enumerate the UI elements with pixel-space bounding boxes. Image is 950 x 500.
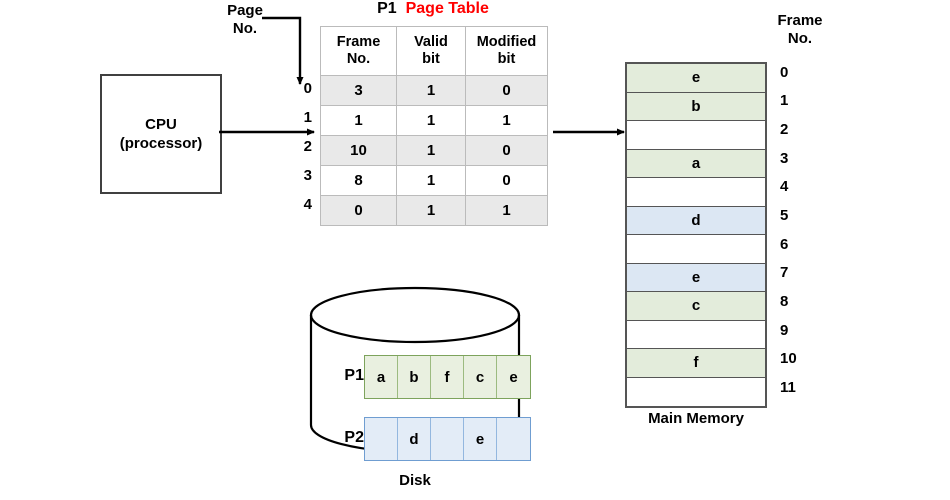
memory-frame [627,377,765,406]
cell-modified-bit: 0 [465,75,548,106]
page-table-row-index-column: 0 1 2 3 4 [294,74,312,219]
page-table-row-index: 2 [303,138,312,155]
disk-cell: b [398,356,431,398]
main-memory-label: Main Memory [648,410,744,427]
cell-modified-bit: 1 [465,105,548,136]
table-row: 8 1 0 [320,165,548,196]
table-row: 10 1 0 [320,135,548,166]
cpu-box: CPU (processor) [100,74,222,194]
frame-index-label: 2 [780,121,789,138]
cell-modified-bit: 1 [465,195,548,226]
page-table-title-main: Page Table [405,0,489,17]
memory-frame: a [627,149,765,178]
disk-process-row-p1: P1 a b f c e [330,355,531,399]
page-table-row-index: 1 [303,109,312,126]
page-no-label: Page No. [227,2,263,37]
page-table-header-row: Frame No. Valid bit Modified bit [320,26,548,76]
frame-index-label: 0 [780,64,789,81]
disk-process-label: P2 [344,429,364,446]
cell-frame-no: 0 [320,195,397,226]
frame-index-label: 11 [780,379,796,396]
cell-valid-bit: 1 [396,195,466,226]
frame-no-label: Frame No. [777,12,823,47]
memory-frame [627,320,765,349]
cell-valid-bit: 1 [396,75,466,106]
disk-cell: c [464,356,497,398]
disk-cell: f [431,356,464,398]
table-row: 3 1 0 [320,75,548,106]
disk-cell [365,418,398,460]
frame-index-label: 7 [780,264,789,281]
cell-valid-bit: 1 [396,135,466,166]
disk-cell: e [497,356,530,398]
memory-frame: f [627,349,765,378]
disk-cell: e [464,418,497,460]
column-header-modified-bit: Modified bit [465,26,548,76]
cell-valid-bit: 1 [396,165,466,196]
memory-frame: c [627,292,765,321]
cell-modified-bit: 0 [465,135,548,166]
frame-index-label: 5 [780,207,789,224]
page-table-row-index: 4 [303,196,312,213]
cell-frame-no: 10 [320,135,397,166]
frame-index-label: 6 [780,236,789,253]
disk-process-row-p2: P2 d e [330,417,531,461]
memory-frame [627,121,765,150]
disk-cell: d [398,418,431,460]
cpu-subtitle: (processor) [119,135,203,152]
column-header-valid-bit: Valid bit [396,26,466,76]
frame-index-label: 9 [780,322,789,339]
memory-frame: e [627,64,765,93]
disk-cell: a [365,356,398,398]
page-table-title-prefix: P1 [377,0,397,17]
cell-frame-no: 8 [320,165,397,196]
table-row: 0 1 1 [320,195,548,226]
table-row: 1 1 1 [320,105,548,136]
disk-process-label: P1 [344,367,364,384]
frame-index-label: 8 [780,293,789,310]
disk-cell [431,418,464,460]
cell-frame-no: 3 [320,75,397,106]
column-header-frame-no: Frame No. [320,26,397,76]
memory-frame: e [627,263,765,292]
page-table-row-index: 0 [303,80,312,97]
page-table-title: P1 Page Table [320,0,546,18]
frame-index-label: 4 [780,178,789,195]
memory-frame: b [627,92,765,121]
disk-cell [497,418,530,460]
disk-label: Disk [399,472,431,489]
cell-valid-bit: 1 [396,105,466,136]
memory-frame [627,235,765,264]
page-table: Frame No. Valid bit Modified bit 3 1 0 1… [320,26,548,226]
cpu-title: CPU [145,116,177,133]
frame-index-label: 1 [780,92,789,109]
frame-index-label: 10 [780,350,797,367]
cell-frame-no: 1 [320,105,397,136]
cell-modified-bit: 0 [465,165,548,196]
memory-frame [627,178,765,207]
page-table-row-index: 3 [303,167,312,184]
main-memory-block: e b a d e c f [625,62,767,408]
frame-index-label: 3 [780,150,789,167]
memory-frame: d [627,206,765,235]
